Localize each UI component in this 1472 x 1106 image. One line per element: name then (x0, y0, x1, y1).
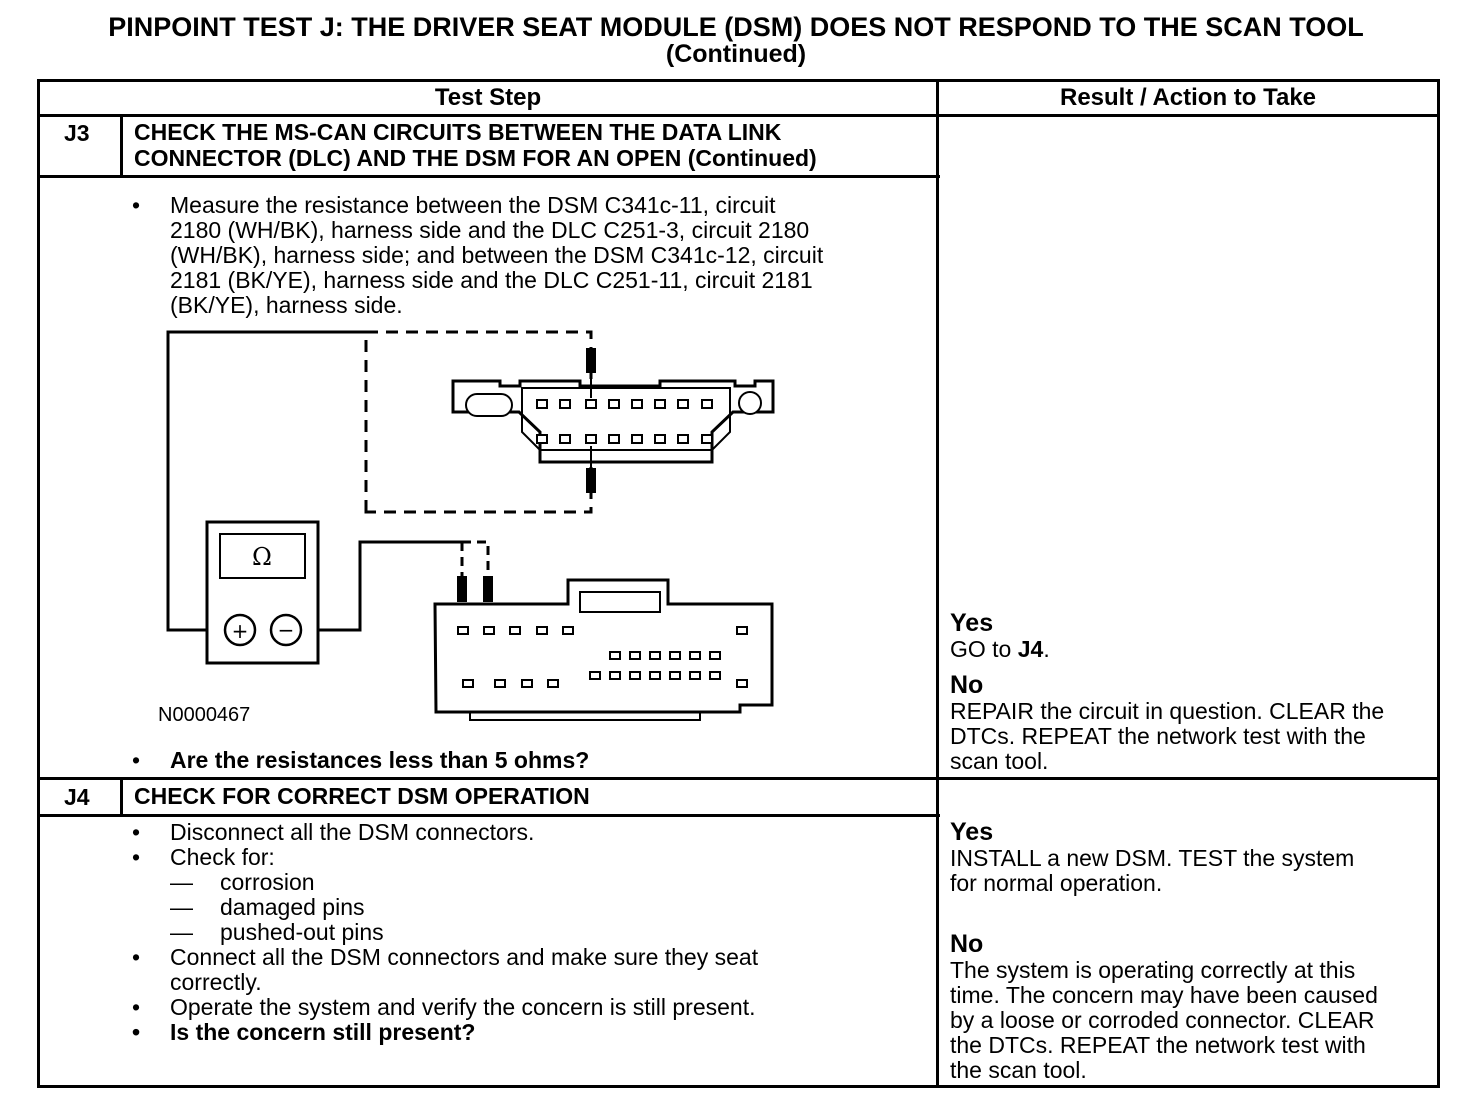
bullet-glyph: • (132, 819, 141, 845)
table-border-top (37, 79, 1440, 82)
plus-sign: + (232, 619, 249, 643)
j3-no-action-line: DTCs. REPEAT the network test with the (950, 723, 1366, 749)
dlc-probe-lead (364, 330, 593, 514)
j3-yes-label: Yes (950, 609, 994, 637)
j4-instructions: • Disconnect all the DSM connectors. • C… (132, 820, 922, 1070)
step-heading-j3-line2: CONNECTOR (DLC) AND THE DSM FOR AN OPEN … (134, 145, 817, 171)
column-header-test-step: Test Step (434, 84, 542, 111)
j4-no-action-line: time. The concern may have been caused (950, 982, 1378, 1008)
table-border-right (1437, 79, 1440, 1088)
multimeter: Ω + − (205, 520, 320, 665)
bullet-glyph: • (132, 944, 141, 970)
j4-heading-divider (37, 814, 940, 817)
sub-item-text: damaged pins (220, 894, 365, 920)
dash-glyph: — (170, 894, 193, 920)
sub-item-text: corrosion (220, 869, 315, 895)
list-item-text: Operate the system and verify the concer… (170, 994, 756, 1020)
header-row-divider (37, 114, 1440, 117)
bullet-glyph: • (132, 844, 141, 870)
figure-id: N0000467 (158, 704, 251, 726)
j3-yes-action-step: J4 (1017, 636, 1044, 662)
step-id-j3: J3 (64, 120, 90, 146)
column-header-result: Result / Action to Take (1059, 84, 1317, 111)
j4-no-action-line: the DTCs. REPEAT the network test with (950, 1032, 1366, 1058)
j3-instruction-line: 2180 (WH/BK), harness side and the DLC C… (170, 217, 810, 243)
j3-yes-action-post: . (1043, 636, 1050, 662)
j4-no-action-line: by a loose or corroded connector. CLEAR (950, 1007, 1375, 1033)
bullet-glyph: • (132, 994, 141, 1020)
step-heading-j3-line1: CHECK THE MS-CAN CIRCUITS BETWEEN THE DA… (134, 119, 782, 145)
step-heading-j3: CHECK THE MS-CAN CIRCUITS BETWEEN THE DA… (134, 119, 934, 171)
j3-no-label: No (950, 671, 984, 699)
list-item-line: Connect all the DSM connectors and make … (170, 944, 759, 970)
positive-lead (166, 330, 366, 632)
j3-no-action-line: scan tool. (950, 748, 1049, 774)
j3-instruction-line: (WH/BK), harness side; and between the D… (170, 242, 824, 268)
negative-lead (300, 540, 462, 632)
list-item-line: correctly. (170, 969, 262, 995)
j4-yes-label: Yes (950, 818, 994, 846)
step-column-divider (936, 79, 939, 1088)
bullet-glyph: • (132, 747, 141, 773)
page-subtitle: (Continued) (665, 40, 807, 68)
list-item-text: Disconnect all the DSM connectors. (170, 819, 535, 845)
j4-no-action-line: The system is operating correctly at thi… (950, 957, 1356, 983)
step-id-j4: J4 (64, 784, 90, 810)
list-item-text: Connect all the DSM connectors and make … (170, 945, 920, 995)
j4-result: Yes INSTALL a new DSM. TEST the system f… (950, 818, 1435, 1083)
j3-heading-divider (37, 175, 940, 178)
j4-yes-action-line: INSTALL a new DSM. TEST the system (950, 845, 1355, 871)
minus-sign: − (278, 618, 295, 642)
j4-no-label: No (950, 930, 984, 958)
j3-id-divider (120, 114, 123, 178)
j3-instruction-line: Measure the resistance between the DSM C… (170, 192, 776, 218)
bullet-glyph: • (132, 192, 141, 218)
page-title: PINPOINT TEST J: THE DRIVER SEAT MODULE … (108, 12, 1364, 42)
j3-instruction-line: 2181 (BK/YE), harness side and the DLC C… (170, 267, 813, 293)
table-border-left (37, 79, 40, 1088)
dash-glyph: — (170, 869, 193, 895)
j4-id-divider (120, 777, 123, 817)
j4-question-text: Is the concern still present? (170, 1019, 476, 1045)
list-item-text: Check for: (170, 844, 275, 870)
positive-terminal (223, 613, 257, 647)
dsm-probe-lead (460, 540, 490, 580)
table-border-bottom (37, 1085, 1440, 1088)
j3-no-action-line: REPAIR the circuit in question. CLEAR th… (950, 698, 1385, 724)
j4-no-action-line: the scan tool. (950, 1057, 1087, 1083)
j4-yes-action-line: for normal operation. (950, 870, 1163, 896)
j3-instruction-line: (BK/YE), harness side. (170, 292, 403, 318)
j3-yes-action: GO to J4. (950, 637, 1435, 662)
step-heading-j4: CHECK FOR CORRECT DSM OPERATION (134, 783, 590, 809)
dsm-connector (433, 576, 774, 721)
sub-item-text: pushed-out pins (220, 919, 384, 945)
j3-question-text: Are the resistances less than 5 ohms? (170, 747, 590, 773)
j3-j4-row-divider (37, 777, 1440, 780)
j3-instruction-text: Measure the resistance between the DSM C… (170, 193, 920, 318)
bullet-glyph: • (132, 1019, 141, 1045)
dash-glyph: — (170, 919, 193, 945)
ohm-symbol: Ω (252, 543, 272, 571)
j3-result: Yes GO to J4. No REPAIR the circuit in q… (950, 609, 1435, 774)
j3-yes-action-pre: GO to (950, 636, 1018, 662)
negative-terminal (269, 613, 303, 647)
dlc-connector (451, 348, 775, 493)
